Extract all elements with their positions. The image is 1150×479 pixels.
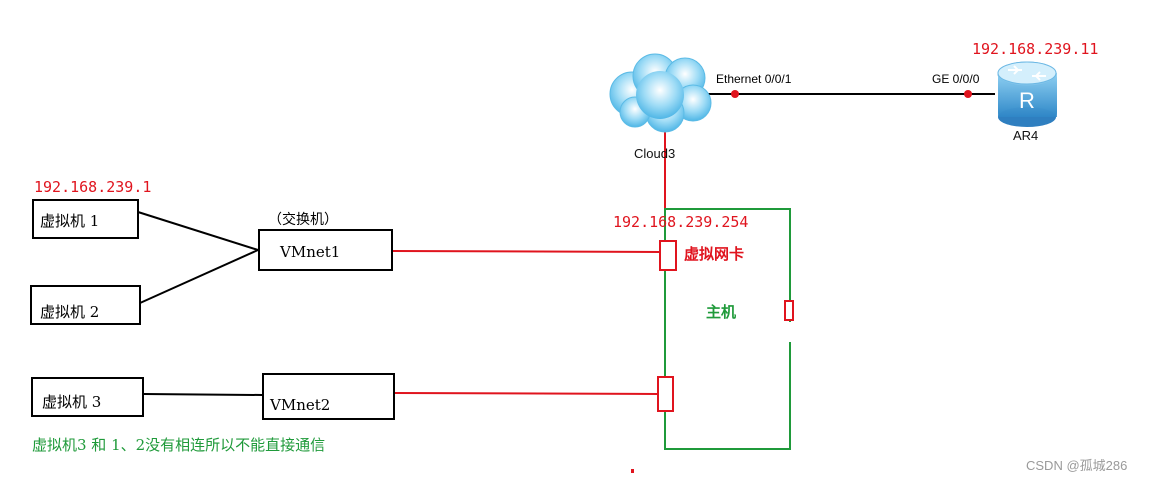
vm2-link xyxy=(139,249,259,304)
vmnet1-link xyxy=(392,250,661,253)
port-label-router: GE 0/0/0 xyxy=(932,72,980,86)
red-dot xyxy=(631,469,634,473)
vm3-box[interactable]: 虚拟机 3 xyxy=(31,377,144,417)
cloud-label: Cloud3 xyxy=(634,146,676,161)
host-label: 主机 xyxy=(706,303,737,321)
vm3-link xyxy=(143,393,263,396)
vmnet2-link xyxy=(394,392,659,395)
note-text: 虚拟机3 和 1、2没有相连所以不能直接通信 xyxy=(32,436,326,454)
vmnet1-label: VMnet1 xyxy=(280,243,341,261)
vm3-label: 虚拟机 3 xyxy=(42,393,102,411)
vm1-ip: 192.168.239.1 xyxy=(34,178,152,196)
vmnet2-label: VMnet2 xyxy=(270,396,331,414)
vmnet1-box[interactable]: VMnet1 xyxy=(258,229,393,271)
vm1-link xyxy=(137,211,259,251)
watermark: CSDN @孤城286 xyxy=(1026,458,1128,473)
vm1-label: 虚拟机 1 xyxy=(40,212,100,230)
port-dot-router xyxy=(964,90,972,98)
port-label-cloud: Ethernet 0/0/1 xyxy=(716,72,792,86)
port-dot-cloud xyxy=(731,90,739,98)
svg-text:R: R xyxy=(1019,88,1035,113)
router-label: AR4 xyxy=(1013,128,1039,143)
vm2-box[interactable]: 虚拟机 2 xyxy=(30,285,141,325)
host-nic-label: 虚拟网卡 xyxy=(684,245,745,263)
router-ip: 192.168.239.11 xyxy=(972,40,1099,58)
host-nic-ip: 192.168.239.254 xyxy=(613,213,749,231)
vm1-box[interactable]: 虚拟机 1 xyxy=(32,199,139,239)
nic-port-1 xyxy=(659,240,677,271)
host-right-port xyxy=(784,300,794,321)
vmnet2-box[interactable]: VMnet2 xyxy=(262,373,395,420)
switch-label: （交换机） xyxy=(268,212,338,228)
vm2-label: 虚拟机 2 xyxy=(40,303,100,321)
